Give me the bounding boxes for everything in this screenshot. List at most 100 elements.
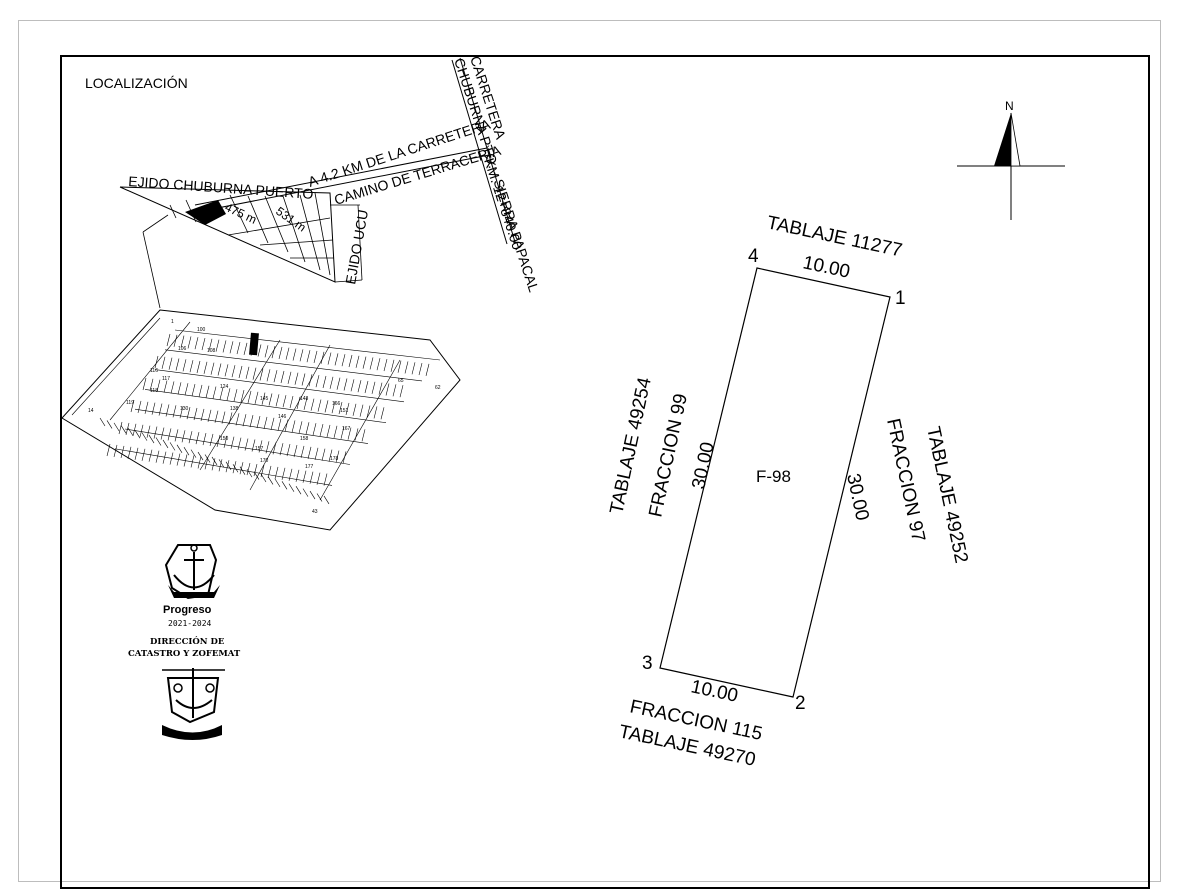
lot-line <box>212 386 217 399</box>
north-label: N <box>1005 99 1014 113</box>
lot-number: 157 <box>255 446 264 452</box>
lot-line <box>237 437 242 450</box>
lot-line <box>174 429 179 442</box>
lot-line <box>392 384 397 397</box>
lot-number: 119 <box>126 400 134 406</box>
lot-line <box>316 472 321 485</box>
lot-line <box>300 445 305 459</box>
lot-line <box>333 425 338 438</box>
lot-line <box>288 468 293 481</box>
lot-line <box>176 453 181 466</box>
lot-line <box>232 464 239 473</box>
lot-line <box>197 456 202 469</box>
lot-line <box>198 384 203 397</box>
lot-line <box>359 404 364 417</box>
lot-line <box>176 444 183 453</box>
lot-line <box>245 366 250 379</box>
lot-line <box>205 385 210 398</box>
lot-line <box>221 411 226 424</box>
lot-line <box>125 422 130 435</box>
top-neighbor-label: TABLAJE 11277 <box>765 212 904 261</box>
lot-line <box>352 403 357 416</box>
lot-line <box>223 435 228 448</box>
lot-line <box>109 321 191 421</box>
lot-line <box>418 363 423 376</box>
lot-line <box>246 468 253 478</box>
lot-number: 178 <box>330 456 339 462</box>
lot-line <box>329 376 334 389</box>
lot-line <box>113 422 120 432</box>
lot-line <box>256 415 261 429</box>
lot-line <box>366 405 371 418</box>
vertex-3: 3 <box>642 653 653 674</box>
lot-line <box>274 478 281 488</box>
lot-line <box>310 398 315 411</box>
lot-number: 167 <box>342 426 351 432</box>
lot-line <box>194 337 199 350</box>
lot-line <box>149 378 154 391</box>
lot-line <box>163 380 168 393</box>
lot-line <box>215 339 220 352</box>
lot-line <box>390 359 395 372</box>
lot-line <box>229 341 234 354</box>
lot-line <box>355 355 360 368</box>
lot-line <box>295 486 302 495</box>
lot-line <box>127 427 134 436</box>
lot-line <box>334 353 339 366</box>
lot-number: 177 <box>305 464 314 470</box>
lot-number: 1 <box>171 319 174 325</box>
lot-line <box>266 369 271 382</box>
lot-line <box>132 423 137 436</box>
right-tablaje-label: TABLAJE 49252 <box>922 425 971 565</box>
lot-line <box>195 432 200 445</box>
lot-line <box>166 333 171 347</box>
lot-line <box>200 408 205 421</box>
lot-line <box>193 407 198 421</box>
lot-line <box>301 373 306 386</box>
lot-line <box>323 473 328 486</box>
lot-line <box>373 406 378 419</box>
lot-line <box>260 473 267 483</box>
lot-line <box>141 448 146 461</box>
lot-line <box>168 357 173 370</box>
lot-line <box>211 456 218 466</box>
lot-line <box>142 377 147 391</box>
lot-line <box>170 381 175 394</box>
lot-line <box>321 448 326 461</box>
lot-line <box>174 329 441 361</box>
lot-number: 118 <box>150 388 158 394</box>
lot-line <box>340 426 345 439</box>
lot-line <box>134 447 139 460</box>
lot-line <box>211 458 216 471</box>
lot-number: 158 <box>300 436 309 442</box>
ejido-chuburna-label: EJIDO CHUBURNA PUERTO <box>128 173 314 202</box>
lot-line <box>201 337 206 351</box>
north-arrow-icon: N <box>957 99 1065 220</box>
lot-line <box>385 383 390 396</box>
lot-number: 170 <box>260 458 269 464</box>
lot-line <box>257 344 262 357</box>
lot-line <box>326 424 331 437</box>
lot-line <box>191 383 196 397</box>
lot-line <box>216 434 221 447</box>
lot-line <box>202 432 207 446</box>
lot-line <box>354 428 359 441</box>
lot-line <box>331 401 336 414</box>
lot-line <box>154 369 405 403</box>
lot-line <box>134 430 141 439</box>
lot-line <box>302 470 307 483</box>
lot-line <box>217 363 222 376</box>
lot-line <box>309 490 316 500</box>
lot-line <box>181 430 186 443</box>
lot-line <box>295 469 300 482</box>
lot-line <box>287 371 292 384</box>
lot-line <box>199 339 281 471</box>
parcel-outline <box>659 267 891 698</box>
lot-line <box>154 355 159 369</box>
lot-line <box>187 336 192 349</box>
lot-line <box>226 388 231 401</box>
lot-line <box>113 444 118 458</box>
lot-line <box>127 446 132 459</box>
seal-dept-line1: DIRECCIÓN DE <box>150 635 225 647</box>
lot-line <box>323 495 330 505</box>
